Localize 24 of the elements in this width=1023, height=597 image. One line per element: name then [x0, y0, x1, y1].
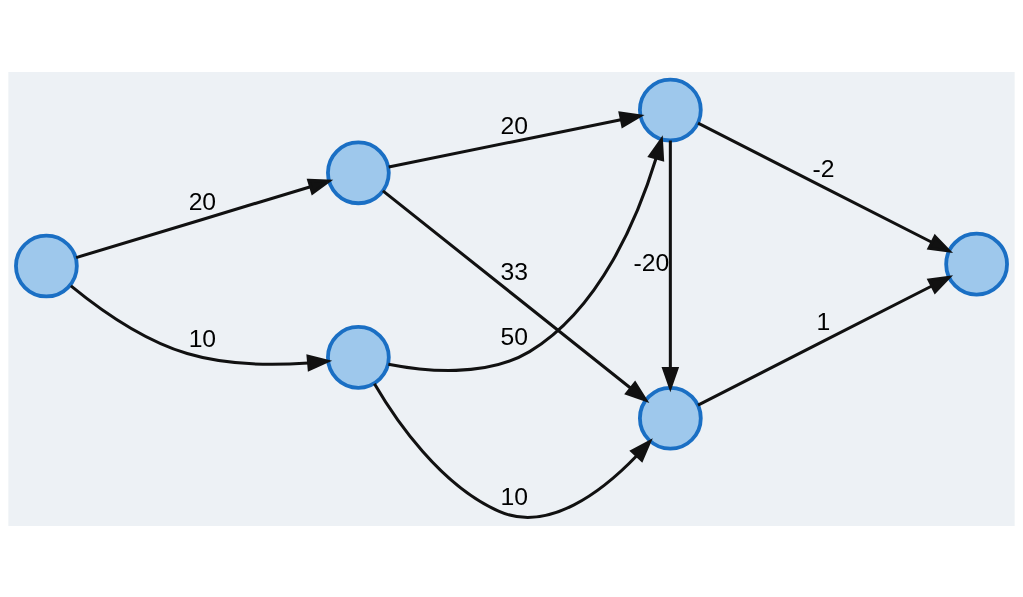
arrow	[697, 121, 954, 253]
arrow	[69, 284, 333, 372]
edge-label: -20	[633, 248, 670, 276]
edge-label: 1	[816, 307, 831, 335]
arrow	[373, 382, 653, 519]
edge-label: 20	[500, 111, 529, 139]
edge-label: 33	[500, 257, 529, 285]
node-circle	[14, 233, 79, 298]
node-circle	[638, 385, 703, 451]
arrow	[388, 110, 645, 168]
edge-label: 10	[500, 482, 529, 510]
node-circle	[638, 77, 703, 142]
arrow	[75, 178, 334, 259]
arrow	[388, 134, 665, 372]
node-circle	[326, 140, 391, 205]
edge-label: -2	[812, 154, 835, 182]
edge-label: 20	[188, 187, 217, 215]
arrow	[381, 189, 650, 403]
edge-label: 10	[188, 324, 217, 352]
arrow	[697, 274, 954, 406]
node-circle	[944, 231, 1009, 296]
edge-label: 50	[500, 322, 529, 350]
arrow	[661, 140, 680, 392]
node-circle	[326, 324, 391, 390]
